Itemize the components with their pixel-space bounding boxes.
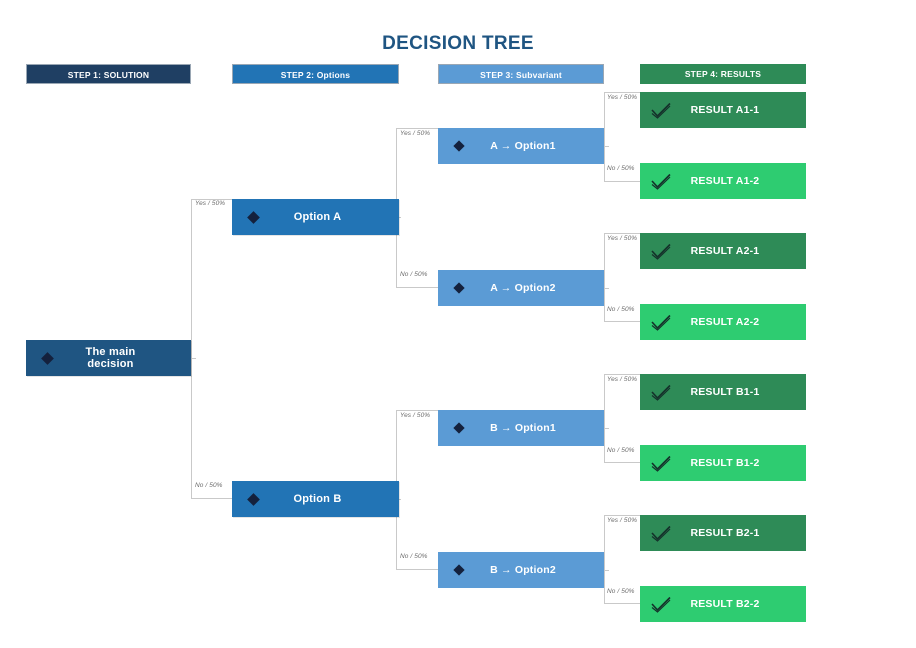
branch-label-result-a2-2: No / 50% — [607, 306, 635, 313]
step-header-subvariant: STEP 3: Subvariant — [438, 64, 604, 84]
check-icon — [640, 313, 682, 331]
node-option-a[interactable]: Option A — [232, 199, 399, 235]
branch-label-b-option1: Yes / 50% — [400, 412, 431, 419]
branch-label-a-option2: No / 50% — [400, 271, 428, 278]
node-b-option2[interactable]: B → Option2 — [438, 552, 604, 588]
node-label: RESULT A1-1 — [690, 104, 760, 116]
check-icon — [640, 383, 682, 401]
node-label: B → Option1 — [490, 422, 556, 434]
check-icon — [640, 595, 682, 613]
node-label: RESULT A1-2 — [690, 175, 760, 187]
branch-label-result-b2-2: No / 50% — [607, 588, 635, 595]
check-icon — [640, 172, 682, 190]
node-result-b1-1[interactable]: RESULT B1-1 — [640, 374, 806, 410]
step-header-solution: STEP 1: SOLUTION — [26, 64, 191, 84]
node-label: RESULT A2-1 — [690, 245, 760, 257]
node-result-b2-2[interactable]: RESULT B2-2 — [640, 586, 806, 622]
diamond-icon — [232, 492, 274, 506]
node-result-b1-2[interactable]: RESULT B1-2 — [640, 445, 806, 481]
node-option-b[interactable]: Option B — [232, 481, 399, 517]
diamond-icon — [438, 422, 480, 434]
connector-root-to-options — [191, 199, 239, 499]
node-a-option2[interactable]: A → Option2 — [438, 270, 604, 306]
branch-label-result-b1-1: Yes / 50% — [607, 376, 638, 383]
page-title: DECISION TREE — [382, 33, 534, 54]
connector-a2-stub — [604, 288, 609, 289]
node-label: A → Option1 — [490, 140, 556, 152]
diamond-icon — [232, 210, 274, 224]
node-result-a2-2[interactable]: RESULT A2-2 — [640, 304, 806, 340]
diamond-icon — [438, 282, 480, 294]
connector-root-stub — [191, 358, 196, 359]
branch-label-a-option1: Yes / 50% — [400, 130, 431, 137]
branch-label-optionB: No / 50% — [195, 482, 223, 489]
node-label: RESULT A2-2 — [690, 316, 760, 328]
node-label: RESULT B2-2 — [690, 598, 760, 610]
node-a-option1[interactable]: A → Option1 — [438, 128, 604, 164]
branch-label-result-a2-1: Yes / 50% — [607, 235, 638, 242]
step-header-options: STEP 2: Options — [232, 64, 399, 84]
branch-label-result-a1-2: No / 50% — [607, 165, 635, 172]
connector-a1-stub — [604, 146, 609, 147]
node-label: RESULT B1-1 — [690, 386, 760, 398]
diamond-icon — [438, 140, 480, 152]
branch-label-result-b1-2: No / 50% — [607, 447, 635, 454]
branch-label-result-a1-1: Yes / 50% — [607, 94, 638, 101]
step-header-results: STEP 4: RESULTS — [640, 64, 806, 84]
connector-b1-stub — [604, 428, 609, 429]
diamond-icon — [26, 351, 68, 365]
node-result-b2-1[interactable]: RESULT B2-1 — [640, 515, 806, 551]
diamond-icon — [438, 564, 480, 576]
node-label: B → Option2 — [490, 564, 556, 576]
node-b-option1[interactable]: B → Option1 — [438, 410, 604, 446]
node-label: RESULT B1-2 — [690, 457, 760, 469]
connector-b2-stub — [604, 570, 609, 571]
check-icon — [640, 101, 682, 119]
node-label: Option A — [293, 211, 342, 223]
node-label: Option B — [293, 493, 342, 505]
node-label: The main decision — [85, 346, 136, 370]
connector-optionB-to-subvariants — [396, 410, 444, 570]
node-main-decision[interactable]: The main decision — [26, 340, 191, 376]
check-icon — [640, 524, 682, 542]
connector-optionA-to-subvariants — [396, 128, 444, 288]
branch-label-b-option2: No / 50% — [400, 553, 428, 560]
node-result-a1-2[interactable]: RESULT A1-2 — [640, 163, 806, 199]
check-icon — [640, 454, 682, 472]
node-label: RESULT B2-1 — [690, 527, 760, 539]
branch-label-result-b2-1: Yes / 50% — [607, 517, 638, 524]
check-icon — [640, 242, 682, 260]
node-label: A → Option2 — [490, 282, 556, 294]
node-result-a1-1[interactable]: RESULT A1-1 — [640, 92, 806, 128]
node-result-a2-1[interactable]: RESULT A2-1 — [640, 233, 806, 269]
branch-label-optionA: Yes / 50% — [195, 200, 226, 207]
